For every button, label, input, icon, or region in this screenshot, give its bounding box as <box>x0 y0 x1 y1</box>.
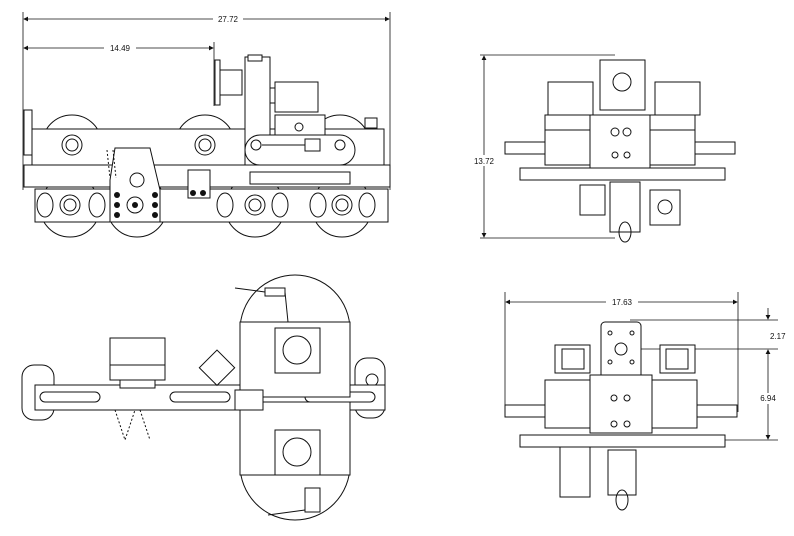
dimension-top-offset: 2.17 <box>622 308 786 350</box>
dimension-label: 6.94 <box>760 394 776 403</box>
dimension-label: 2.17 <box>770 332 786 341</box>
dimension-label: 17.63 <box>612 298 633 307</box>
top-bracket <box>599 59 646 111</box>
dimension-label: 13.72 <box>474 157 495 166</box>
dimension-overall-height: 13.72 <box>468 54 615 239</box>
motor <box>274 81 319 113</box>
motor-right <box>654 81 701 116</box>
dimension-partial-length: 14.49 <box>23 42 215 106</box>
fitting-right <box>694 141 736 155</box>
handle-bottom <box>267 487 321 516</box>
drive-plate <box>109 147 161 223</box>
motor-left <box>547 81 594 116</box>
dimension-label: 14.49 <box>110 44 131 53</box>
dimension-overall-width: 17.63 <box>504 292 739 412</box>
lower-frame <box>34 188 389 223</box>
fitting-right <box>696 404 738 418</box>
fitting-left <box>504 404 546 418</box>
dimension-overall-length: 27.72 <box>22 12 391 190</box>
plan-view <box>21 274 386 521</box>
dimension-label: 27.72 <box>218 15 239 24</box>
handle-top <box>234 287 289 323</box>
rear-view: 17.63 2.17 6.94 <box>504 292 786 511</box>
flange <box>214 59 221 106</box>
motor-box <box>109 337 166 381</box>
base-plate <box>519 434 726 448</box>
dimension-lower-height: 6.94 <box>725 349 780 441</box>
side-view: 27.72 14.49 <box>22 12 391 238</box>
base-plate <box>519 167 726 181</box>
fitting-left <box>504 141 546 155</box>
front-view: 13.72 <box>468 54 736 243</box>
axle-hubs <box>36 134 376 218</box>
